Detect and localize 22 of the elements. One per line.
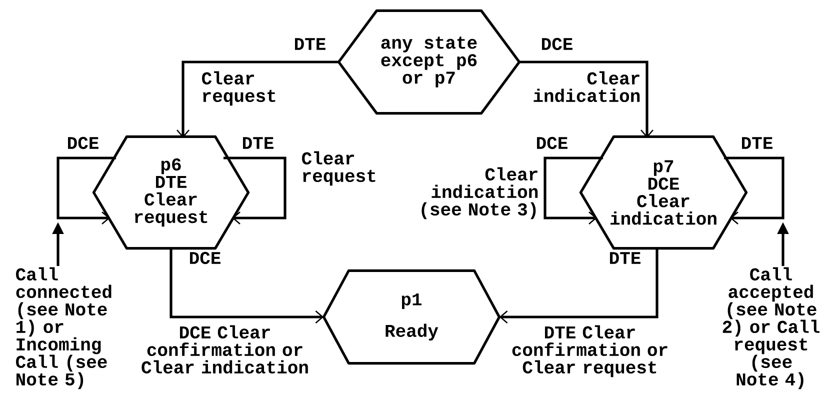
party-label: DTE — [295, 38, 326, 50]
edge-label: DTE Clear confirmation or Clear request — [512, 325, 668, 378]
party-label: DCE — [542, 38, 572, 50]
arrow — [544, 156, 603, 224]
edge-label: Clear indication (see Note 3) — [422, 167, 538, 220]
edge-label: Clear request — [202, 71, 276, 106]
edge-label: Clear indication — [534, 71, 640, 102]
edge-label: Clear request — [302, 151, 376, 186]
state-hexagon: p1 Ready — [322, 269, 501, 365]
arrow — [499, 247, 658, 324]
party-label: DCE — [537, 136, 568, 150]
edge-label: DCE Clear confirmation or Clear indication — [142, 325, 308, 374]
party-label: DTE — [610, 252, 640, 264]
note-text: Call accepted (see Note 2) or Call request (see Note 4) — [722, 267, 820, 390]
arrow — [724, 156, 784, 224]
arrow — [170, 247, 324, 324]
arrow — [56, 156, 116, 224]
arrow — [176, 60, 339, 138]
state-hexagon: any state except p6 or p7 — [337, 9, 521, 115]
arrow — [224, 156, 286, 224]
arrow — [519, 60, 654, 138]
note-text: Call connected (see Note 1) or Incoming Call (see Note 5) — [16, 267, 112, 390]
